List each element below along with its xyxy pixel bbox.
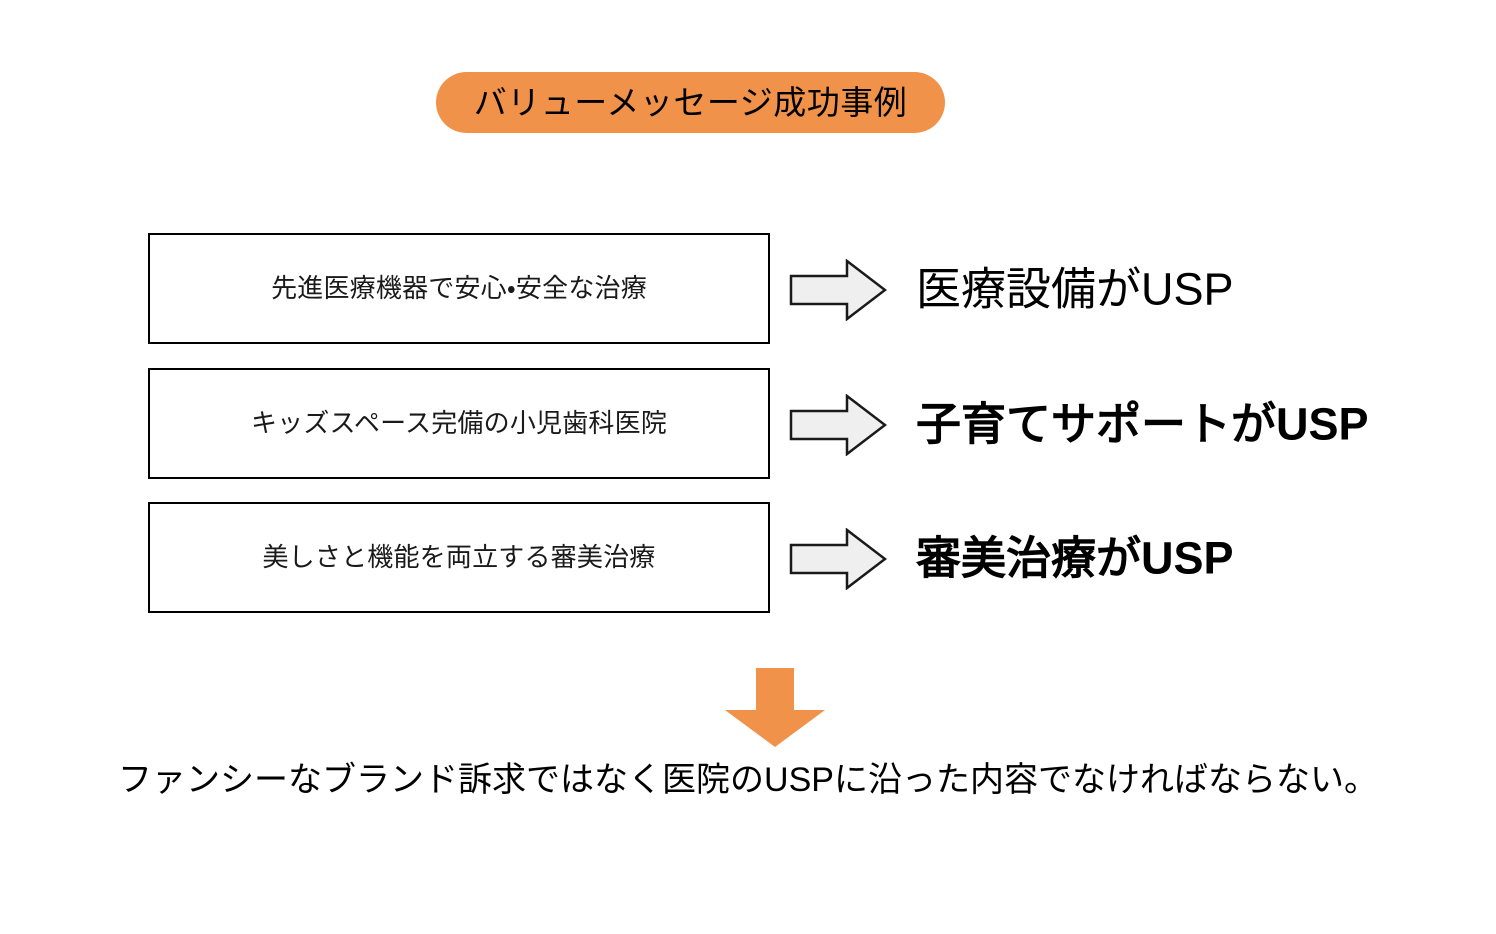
arrow-down-block-icon <box>723 668 827 748</box>
arrow-right-block-icon <box>789 394 887 456</box>
message-text-2: キッズスペース完備の小児歯科医院 <box>250 407 668 438</box>
usp-label-1: 医療設備がUSP <box>916 263 1234 315</box>
page-title: バリューメッセージ成功事例 <box>473 84 908 121</box>
usp-row-1: 先進医療機器で安心・安全な治療 医療設備がUSP <box>0 233 1496 345</box>
usp-label-3: 審美治療がUSP <box>916 532 1234 584</box>
message-box-3: 美しさと機能を両立する審美治療 <box>148 502 770 613</box>
message-text-3: 美しさと機能を両立する審美治療 <box>262 541 656 572</box>
usp-row-3: 美しさと機能を両立する審美治療 審美治療がUSP <box>0 502 1496 614</box>
title-pill: バリューメッセージ成功事例 <box>436 72 945 133</box>
usp-label-2: 子育てサポートがUSP <box>916 398 1369 450</box>
arrow-right-block-icon <box>789 259 887 321</box>
message-box-1: 先進医療機器で安心・安全な治療 <box>148 233 770 344</box>
arrow-right-block-icon <box>789 528 887 590</box>
conclusion-block: ファンシーなブランド訴求ではなく医院のUSPに沿った内容でなければならない。 <box>0 760 1496 801</box>
conclusion-text: ファンシーなブランド訴求ではなく医院のUSPに沿った内容でなければならない。 <box>118 761 1378 799</box>
message-text-1: 先進医療機器で安心・安全な治療 <box>271 272 647 303</box>
message-box-2: キッズスペース完備の小児歯科医院 <box>148 368 770 479</box>
usp-row-2: キッズスペース完備の小児歯科医院 子育てサポートがUSP <box>0 368 1496 480</box>
